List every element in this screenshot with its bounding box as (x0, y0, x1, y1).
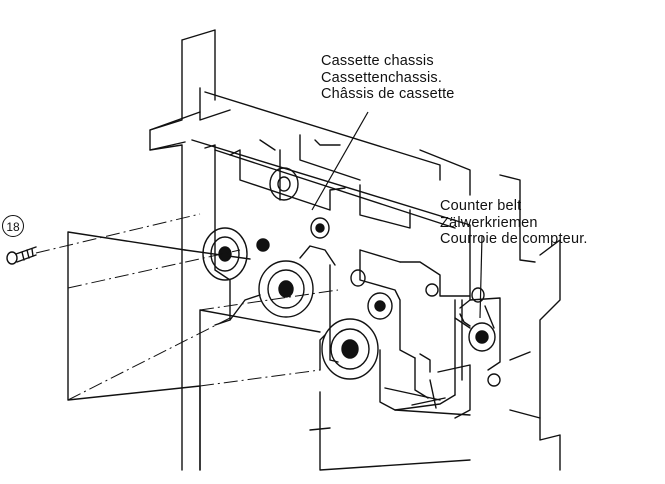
callout-english: Cassette chassis (321, 53, 434, 69)
belt-leader-line (479, 235, 483, 319)
callout-french: Courroie de compteur. (440, 231, 588, 247)
chassis-leader-line (311, 111, 369, 211)
screw-18 (6, 246, 37, 265)
counter-belt-callout: Counter belt Zälwerkriemen Courroie de c… (440, 198, 588, 248)
callout-german: Zälwerkriemen (440, 214, 538, 231)
callout-german: Cassettenchassis. (321, 69, 443, 86)
lower-mechanism (309, 297, 501, 431)
cabinet-panel (149, 29, 561, 471)
callout-french: Châssis de cassette (321, 86, 455, 102)
cassette-chassis-callout: Cassette chassis Cassettenchassis. Châss… (321, 53, 455, 103)
leader-lines (311, 111, 483, 319)
counter-belt (454, 287, 496, 352)
part-number-badge: 18 (2, 215, 24, 237)
cassette-chassis (191, 134, 471, 416)
callout-english: Counter belt (440, 198, 522, 214)
assembly-guide-lines (35, 213, 339, 401)
reel-assembly (202, 167, 439, 380)
